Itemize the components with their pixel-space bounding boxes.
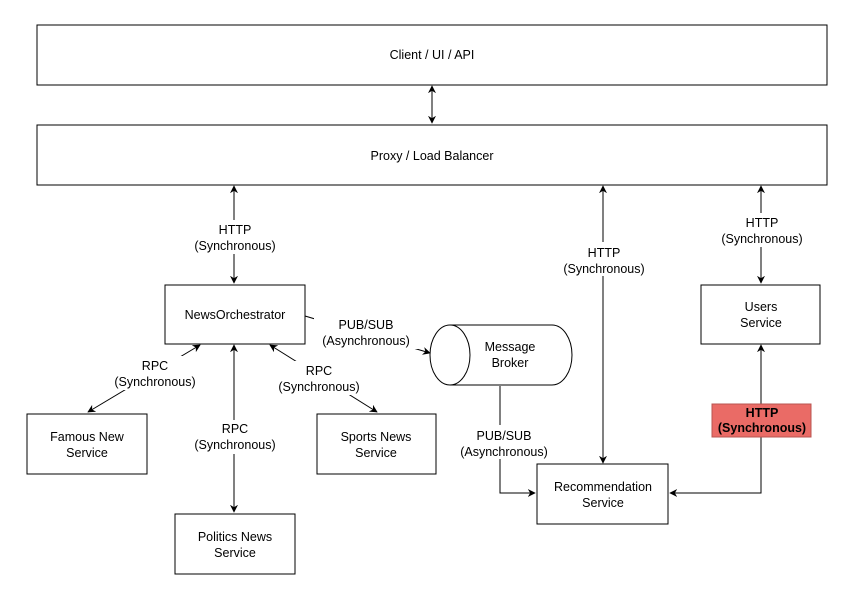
message-broker-node: Message Broker	[429, 324, 573, 386]
label-proxy-users: HTTP (Synchronous)	[714, 213, 810, 247]
politics-service-node: Politics News Service	[174, 513, 296, 575]
label-orchestrator-politics-line2: (Synchronous)	[194, 438, 275, 452]
broker-label-line2: Broker	[492, 356, 529, 370]
label-orchestrator-politics: RPC (Synchronous)	[187, 420, 283, 454]
label-proxy-recommendation-line2: (Synchronous)	[563, 262, 644, 276]
label-proxy-orchestrator-line1: HTTP	[219, 223, 252, 237]
label-orchestrator-broker-line1: PUB/SUB	[339, 318, 394, 332]
users-label-line1: Users	[745, 300, 778, 314]
label-proxy-orchestrator: HTTP (Synchronous)	[187, 220, 283, 254]
label-orchestrator-broker-line2: (Asynchronous)	[322, 334, 410, 348]
orchestrator-label: NewsOrchestrator	[185, 308, 286, 322]
recommendation-service-node: Recommendation Service	[536, 463, 669, 525]
politics-label-line2: Service	[214, 546, 256, 560]
users-service-node: Users Service	[700, 284, 821, 345]
label-proxy-recommendation-line1: HTTP	[588, 246, 621, 260]
users-label-line2: Service	[740, 316, 782, 330]
label-users-recommendation-line2: (Synchronous)	[718, 421, 806, 435]
famous-service-node: Famous New Service	[26, 413, 148, 475]
label-proxy-recommendation: HTTP (Synchronous)	[556, 242, 652, 276]
politics-label-line1: Politics News	[198, 530, 272, 544]
proxy-node: Proxy / Load Balancer	[36, 124, 828, 186]
label-orchestrator-politics-line1: RPC	[222, 422, 248, 436]
label-orchestrator-sports: RPC (Synchronous)	[271, 361, 367, 395]
recommendation-label-line1: Recommendation	[554, 480, 652, 494]
label-users-recommendation-highlighted: HTTP (Synchronous)	[711, 403, 812, 438]
broker-label-line1: Message	[485, 340, 536, 354]
famous-label-line1: Famous New	[50, 430, 125, 444]
label-orchestrator-famous: RPC (Synchronous)	[107, 356, 203, 390]
proxy-label: Proxy / Load Balancer	[371, 149, 494, 163]
label-orchestrator-broker: PUB/SUB (Asynchronous)	[314, 315, 418, 349]
label-proxy-users-line1: HTTP	[746, 216, 779, 230]
sports-label-line1: Sports News	[341, 430, 412, 444]
edge-users-recommendation	[669, 344, 765, 497]
label-proxy-users-line2: (Synchronous)	[721, 232, 802, 246]
orchestrator-node: NewsOrchestrator	[164, 284, 306, 345]
recommendation-label-line2: Service	[582, 496, 624, 510]
label-broker-recommendation-line2: (Asynchronous)	[460, 445, 548, 459]
label-orchestrator-famous-line1: RPC	[142, 359, 168, 373]
label-broker-recommendation: PUB/SUB (Asynchronous)	[452, 425, 556, 459]
sports-label-line2: Service	[355, 446, 397, 460]
label-proxy-orchestrator-line2: (Synchronous)	[194, 239, 275, 253]
label-orchestrator-sports-line2: (Synchronous)	[278, 380, 359, 394]
famous-label-line2: Service	[66, 446, 108, 460]
edge-broker-recommendation	[499, 386, 536, 497]
label-orchestrator-famous-line2: (Synchronous)	[114, 375, 195, 389]
label-users-recommendation-line1: HTTP	[746, 406, 779, 420]
client-node: Client / UI / API	[36, 24, 828, 86]
label-orchestrator-sports-line1: RPC	[306, 364, 332, 378]
label-broker-recommendation-line1: PUB/SUB	[477, 429, 532, 443]
sports-service-node: Sports News Service	[316, 413, 437, 475]
client-label: Client / UI / API	[390, 48, 475, 62]
